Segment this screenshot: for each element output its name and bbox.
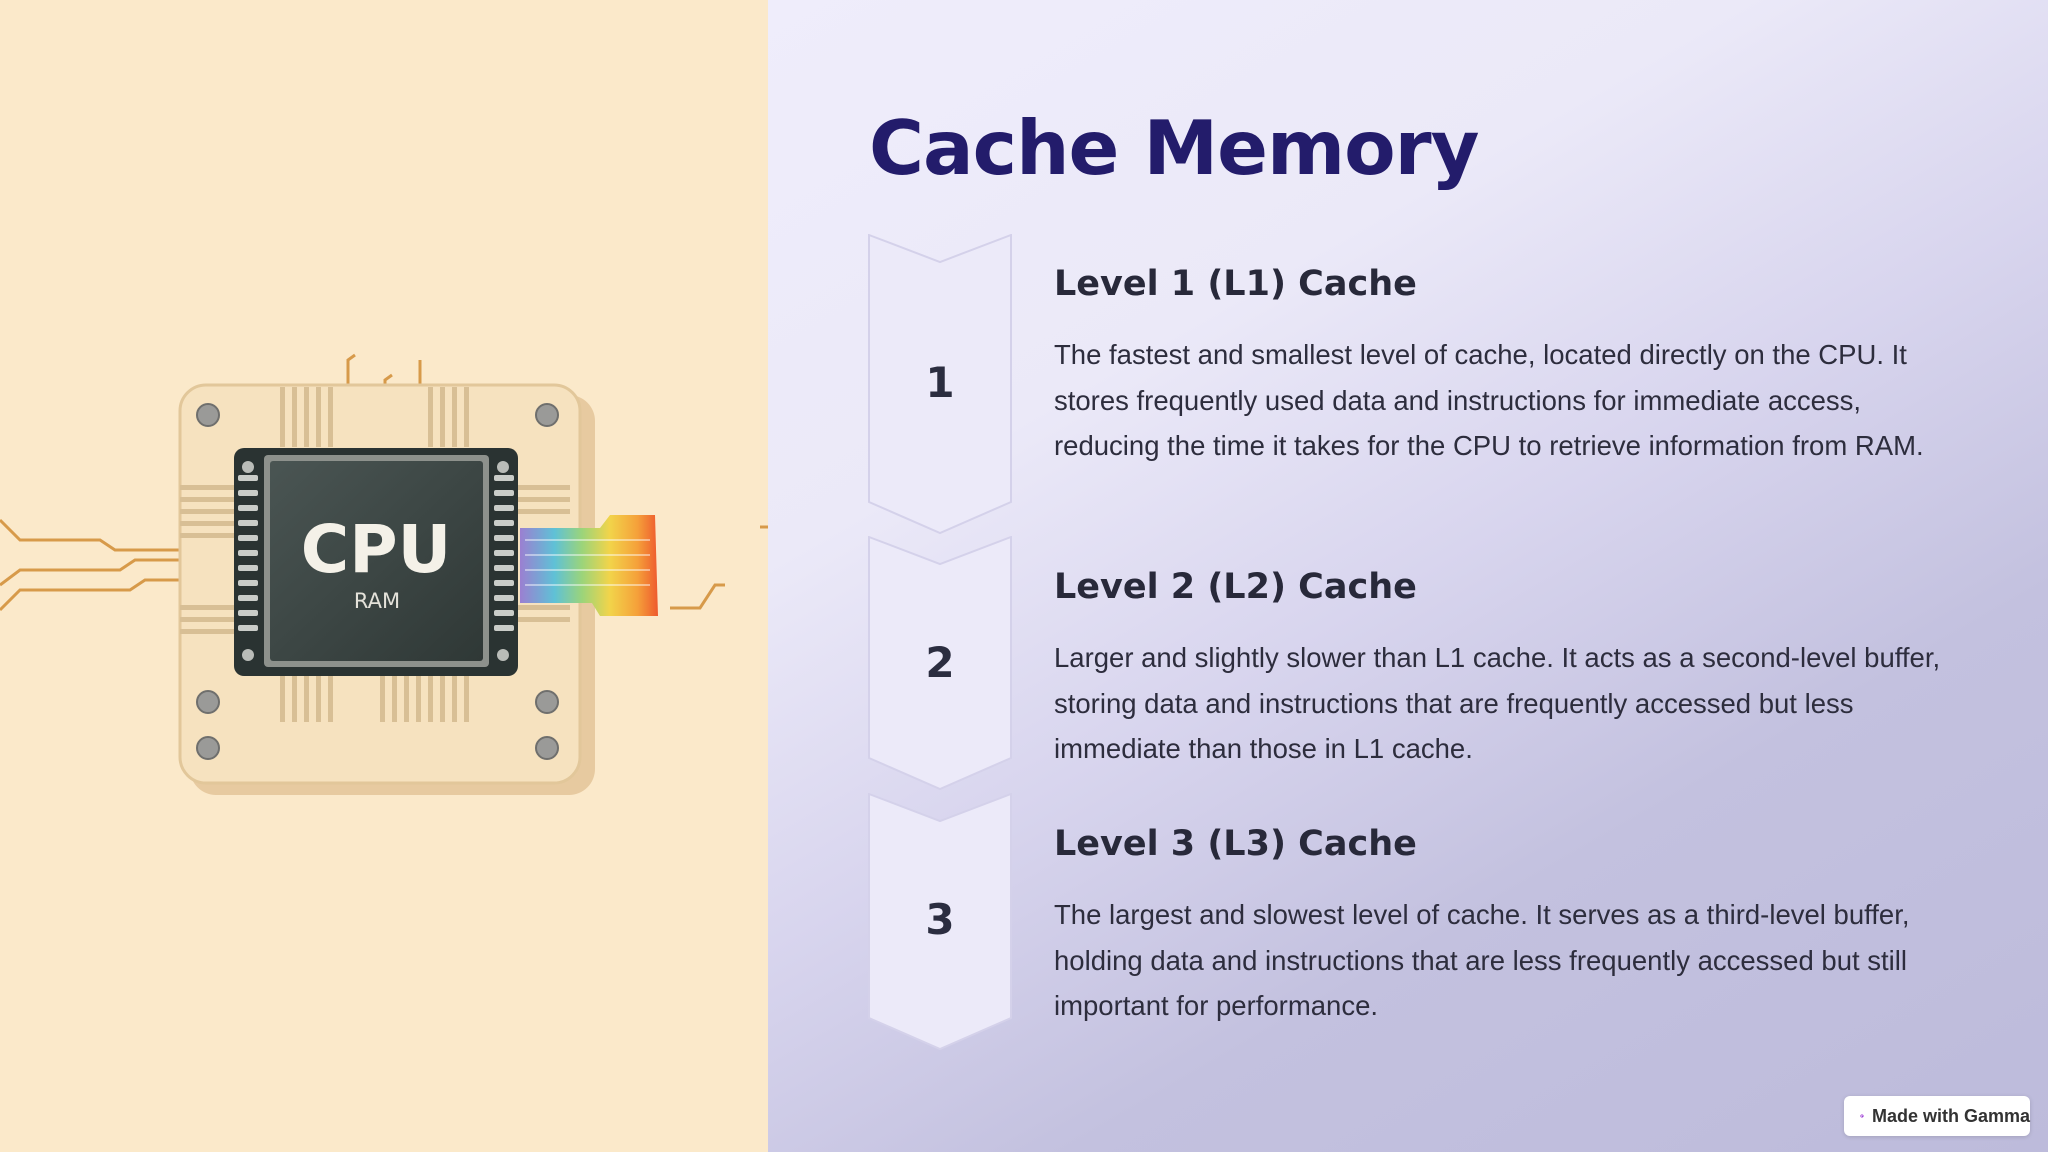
level-2-description: Larger and slightly slower than L1 cache…	[1054, 642, 1941, 764]
page-title: Cache Memory	[869, 104, 1480, 192]
chip-label: CPU	[301, 511, 451, 588]
ribbon-cable	[520, 515, 658, 616]
circuit-traces	[0, 353, 768, 759]
level-1-description: The fastest and smallest level of cache,…	[1054, 339, 1924, 461]
level-1-heading: Level 1 (L1) Cache	[1054, 264, 1417, 304]
level-2-number: 2	[925, 638, 955, 687]
chip-sublabel: RAM	[354, 589, 400, 613]
level-3-description: The largest and slowest level of cache. …	[1054, 899, 1910, 1021]
level-1-number: 1	[925, 358, 955, 407]
cpu-die	[270, 461, 483, 661]
screw-icons	[196, 403, 559, 760]
level-3-chevron: 3	[868, 793, 1012, 1051]
level-2-heading: Level 2 (L2) Cache	[1054, 567, 1417, 607]
level-2-chevron: 2	[868, 536, 1012, 792]
level-3-number: 3	[925, 895, 955, 944]
gamma-logo-icon	[1860, 1114, 1864, 1118]
badge-label: Made with Gamma	[1871, 1105, 2030, 1126]
level-1-chevron: 1	[868, 234, 1012, 536]
illustration-panel: CPU RAM	[0, 0, 768, 1152]
content-panel: Cache Memory 1 Level 1 (L1) Cache The fa…	[768, 0, 2048, 1152]
cpu-chip-illustration: CPU RAM	[0, 353, 768, 795]
level-3-heading: Level 3 (L3) Cache	[1054, 824, 1417, 864]
made-with-gamma-badge[interactable]: Made with Gamma	[1844, 1096, 2030, 1136]
